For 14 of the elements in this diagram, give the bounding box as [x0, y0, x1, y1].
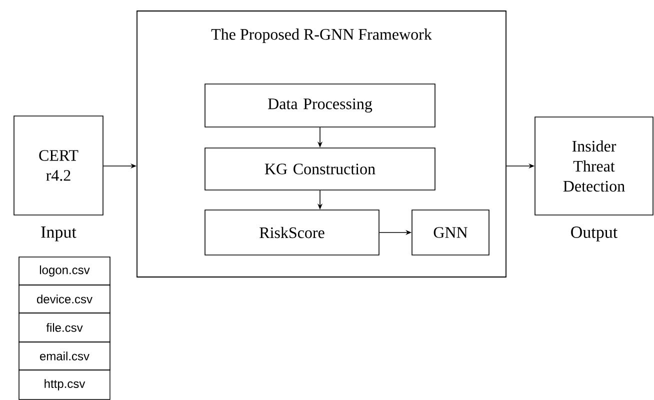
process-box: RiskScore [204, 210, 380, 256]
file-cell: device.csv [18, 284, 110, 314]
process-box: GNN [412, 210, 490, 256]
framework-title: The Proposed R-GNN Framework [211, 28, 432, 44]
file-cell: http.csv [18, 370, 110, 400]
process-box: Data Processing [204, 84, 436, 128]
process-box: Insider Threat Detection [534, 116, 654, 216]
file-cell: logon.csv [18, 256, 110, 286]
process-box: CERT r4.2 [14, 116, 104, 216]
process-box: KG Construction [204, 148, 436, 190]
file-cell: email.csv [18, 342, 110, 370]
file-cell: file.csv [18, 312, 110, 342]
caption-label: Output [571, 226, 618, 242]
caption-label: Input [41, 226, 76, 242]
